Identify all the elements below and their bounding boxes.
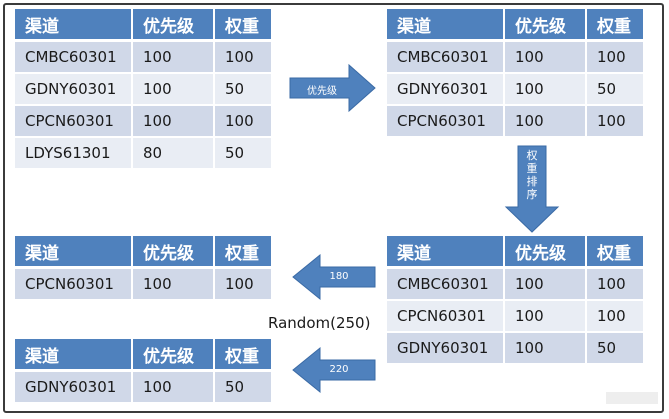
random-label: Random(250)	[268, 314, 371, 332]
priority-arrow-label: 优先级	[307, 86, 337, 97]
table-cell: CPCN60301	[387, 106, 505, 138]
table-cell: 100	[505, 42, 587, 74]
result-220-arrow-label: 220	[329, 364, 349, 375]
header-cell: 优先级	[133, 9, 215, 42]
table-cell: 100	[505, 333, 587, 365]
table-cell: 100	[505, 106, 587, 138]
table-cell: 100	[505, 269, 587, 301]
table-header-row: 渠道优先级权重	[15, 9, 271, 42]
header-cell: 权重	[587, 9, 643, 42]
table-cell: 50	[587, 74, 643, 106]
table-header-row: 渠道优先级权重	[387, 236, 643, 269]
table-cell: 100	[133, 42, 215, 74]
table-cell: 100	[133, 74, 215, 106]
table-cell: 100	[215, 106, 271, 138]
header-cell: 渠道	[387, 9, 505, 42]
table-cell: 80	[133, 138, 215, 170]
table-cell: 50	[587, 333, 643, 365]
weight-sort-arrow-label: 权 重 排 序	[525, 149, 539, 201]
header-cell: 权重	[215, 339, 271, 372]
table-header-row: 渠道优先级权重	[15, 339, 271, 372]
table-cell: 100	[587, 42, 643, 74]
table-cell: 100	[133, 372, 215, 404]
table-cell: 100	[133, 269, 215, 301]
table-cell: CPCN60301	[387, 301, 505, 333]
result-180-arrow-label: 180	[329, 271, 349, 282]
watermark-blur	[606, 392, 658, 404]
weight-sort-char: 序	[526, 188, 538, 201]
table-cell: 100	[505, 74, 587, 106]
header-cell: 优先级	[133, 339, 215, 372]
header-cell: 渠道	[15, 9, 133, 42]
header-cell: 优先级	[505, 236, 587, 269]
table-cell: CPCN60301	[15, 269, 133, 301]
header-cell: 渠道	[387, 236, 505, 269]
header-cell: 权重	[215, 236, 271, 269]
table-cell: 50	[215, 138, 271, 170]
table-cell: 100	[133, 106, 215, 138]
table-cell: GDNY60301	[387, 74, 505, 106]
table-cell: GDNY60301	[387, 333, 505, 365]
table-cell: LDYS61301	[15, 138, 133, 170]
table-cell: 100	[505, 301, 587, 333]
weight-sort-char: 权	[526, 149, 538, 162]
table-cell: 100	[587, 301, 643, 333]
table-cell: 100	[587, 269, 643, 301]
table-cell: CMBC60301	[387, 269, 505, 301]
header-cell: 权重	[215, 9, 271, 42]
table-cell: 100	[215, 42, 271, 74]
header-cell: 渠道	[15, 236, 133, 269]
table-cell: 50	[215, 372, 271, 404]
table-cell: GDNY60301	[15, 372, 133, 404]
table-cell: GDNY60301	[15, 74, 133, 106]
table-cell: CMBC60301	[387, 42, 505, 74]
table-cell: 50	[215, 74, 271, 106]
weight-sort-char: 排	[526, 175, 538, 188]
weight-sort-char: 重	[526, 162, 538, 175]
header-cell: 优先级	[505, 9, 587, 42]
header-cell: 优先级	[133, 236, 215, 269]
table-cell: 100	[215, 269, 271, 301]
table-header-row: 渠道优先级权重	[387, 9, 643, 42]
table-cell: CMBC60301	[15, 42, 133, 74]
table-cell: 100	[587, 106, 643, 138]
header-cell: 渠道	[15, 339, 133, 372]
table-header-row: 渠道优先级权重	[15, 236, 271, 269]
header-cell: 权重	[587, 236, 643, 269]
table-cell: CPCN60301	[15, 106, 133, 138]
